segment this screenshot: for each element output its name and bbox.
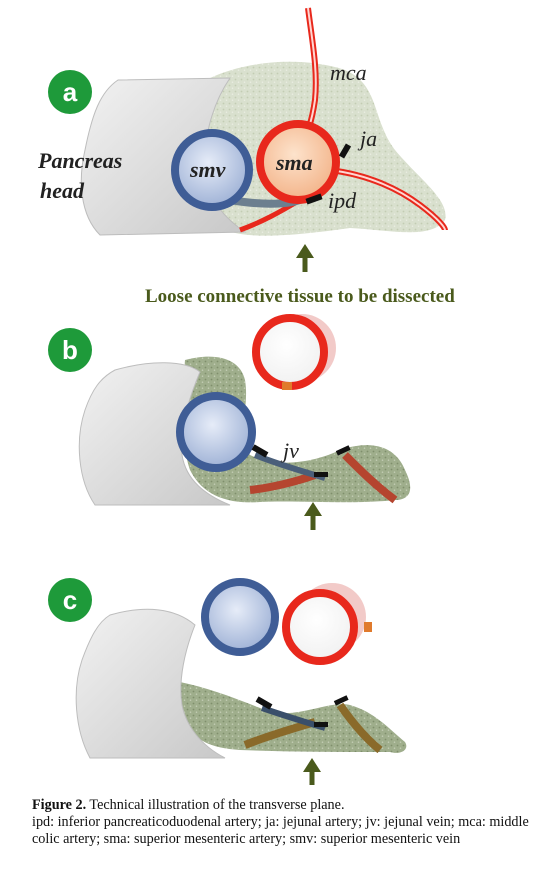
pancreas-head-label-line2: head xyxy=(40,178,85,203)
ja-label: ja xyxy=(357,126,377,151)
mca-label: mca xyxy=(330,60,367,85)
ja-clip-b xyxy=(335,445,351,456)
ipd-stump-b xyxy=(249,471,317,494)
smv-vessel-c xyxy=(201,578,279,656)
panel-c: c xyxy=(48,578,407,785)
panel-b-label: b xyxy=(62,335,78,365)
transverse-plane-illustration: a Pancreas head smv sma mca ja ipd Loose… xyxy=(37,7,455,785)
ja-stump-c xyxy=(336,702,383,754)
jv-label: jv xyxy=(280,438,299,463)
sma-vessel-c xyxy=(282,589,358,665)
panel-c-badge xyxy=(48,578,92,622)
pancreas-head-c xyxy=(75,608,226,759)
ja-clip xyxy=(338,143,352,159)
panel-b: b jv xyxy=(48,314,411,530)
smv-label: smv xyxy=(189,157,226,182)
sma-label: sma xyxy=(275,150,313,175)
panel-b-badge xyxy=(48,328,92,372)
figure-caption: Figure 2. Technical illustration of the … xyxy=(32,797,532,848)
pancreas-head-b xyxy=(78,362,231,506)
caption-title: Figure 2. xyxy=(32,797,87,813)
panel-a: a Pancreas head smv sma mca ja ipd Loose… xyxy=(37,7,455,307)
caption-title-rest: Technical illustration of the transverse… xyxy=(86,797,345,813)
loose-tissue-caption: Loose connective tissue to be dissected xyxy=(145,286,455,307)
sma-vessel-b xyxy=(252,314,328,390)
panel-a-badge xyxy=(48,70,92,114)
sma-vessel xyxy=(256,120,340,204)
smv-vessel xyxy=(171,129,253,211)
ipd-label: ipd xyxy=(328,188,357,213)
ja-stump-b xyxy=(342,452,398,504)
panel-a-label: a xyxy=(63,77,78,107)
panel-c-label: c xyxy=(63,585,77,615)
caption-body: ipd: inferior pancreaticoduodenal artery… xyxy=(32,814,529,847)
jv-clip xyxy=(251,444,269,458)
smv-vessel-b xyxy=(176,392,256,472)
ipd-clip xyxy=(305,193,323,205)
pancreas-head-label-line1: Pancreas xyxy=(37,148,122,173)
